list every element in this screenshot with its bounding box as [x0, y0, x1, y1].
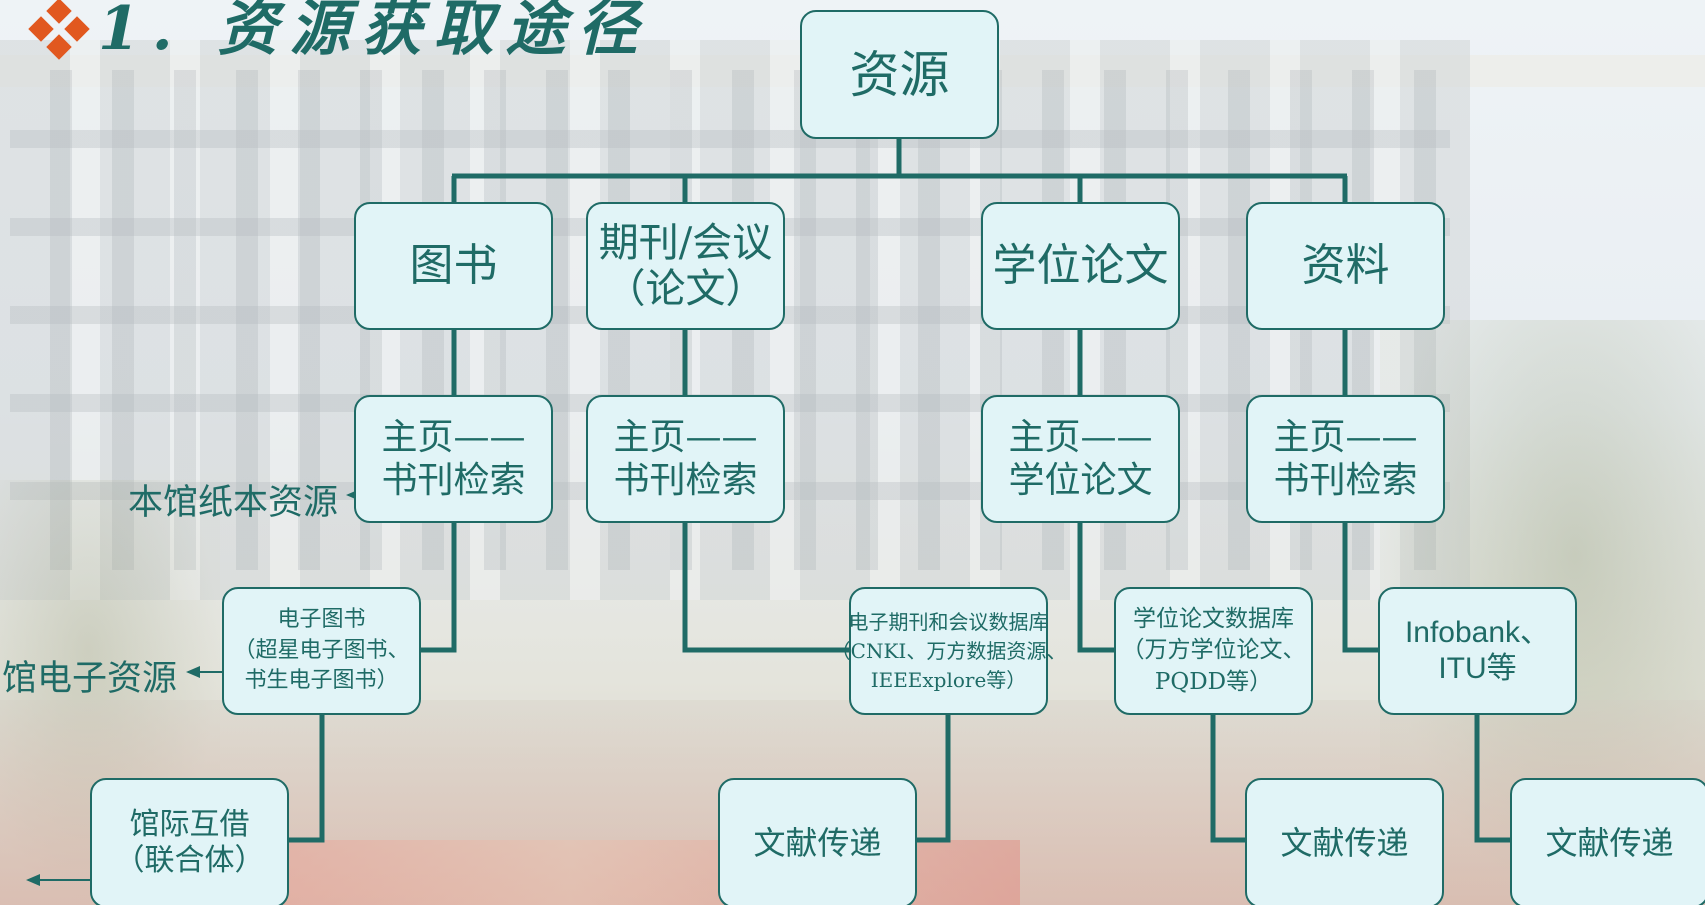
- connector-ebooks-ill: [287, 714, 325, 843]
- node-label: 学位论文: [992, 239, 1169, 291]
- connector-theses-delivery: [1210, 714, 1247, 843]
- node-line2: （万方学位论文、: [1121, 637, 1306, 664]
- node-category-theses: 学位论文: [981, 202, 1180, 330]
- node-document-delivery-materials: 文献传递: [1510, 778, 1705, 905]
- node-line2: （超星电子图书、: [233, 637, 410, 663]
- node-line3: IEEExplore等）: [870, 667, 1027, 692]
- node-line1: 馆际互借: [129, 807, 250, 842]
- node-homepage-materials: 主页—— 书刊检索: [1246, 395, 1445, 523]
- node-label: 资源: [849, 45, 950, 104]
- node-line1: 主页——: [381, 416, 526, 458]
- label-electronic-resources: 馆电子资源: [2, 659, 178, 699]
- node-db-theses: 学位论文数据库 （万方学位论文、 PQDD等）: [1114, 587, 1313, 715]
- node-category-materials: 资料: [1246, 202, 1445, 330]
- connector-materials-db: [1342, 522, 1380, 653]
- node-label: 文献传递: [1280, 823, 1409, 862]
- node-line1: 学位论文数据库: [1133, 606, 1294, 633]
- node-db-infobank: Infobank、 ITU等: [1378, 587, 1577, 715]
- node-line2: （CNKI、万方数据资源、: [830, 638, 1067, 663]
- node-line2: 书刊检索: [613, 460, 758, 501]
- node-homepage-theses: 主页—— 学位论文: [981, 395, 1180, 523]
- node-label: 文献传递: [1545, 823, 1674, 862]
- node-document-delivery-theses: 文献传递: [1245, 778, 1444, 905]
- connector-theses-db: [1077, 522, 1116, 653]
- diamond-bullet-icon: [28, 0, 90, 60]
- connector-journals-db: [682, 522, 851, 653]
- node-document-delivery-journals: 文献传递: [718, 778, 917, 905]
- node-label: 图书: [409, 239, 498, 291]
- node-db-journals: 电子期刊和会议数据库 （CNKI、万方数据资源、 IEEExplore等）: [831, 587, 1066, 715]
- connector-journals-delivery: [915, 714, 951, 843]
- node-interlibrary-loan: 馆际互借 （联合体）: [90, 778, 289, 905]
- node-line3: PQDD等）: [1154, 668, 1273, 695]
- node-line1: Infobank、: [1404, 616, 1551, 649]
- connector-materials-delivery: [1474, 714, 1512, 843]
- title-text: 1. 资源获取途径: [98, 0, 650, 64]
- slide-title: 1. 资源获取途径: [28, 0, 650, 64]
- node-label: 资料: [1301, 239, 1390, 291]
- node-db-ebooks: 电子图书 （超星电子图书、 书生电子图书）: [222, 587, 421, 715]
- node-line2: ITU等: [1438, 652, 1517, 685]
- node-line1: 主页——: [1008, 416, 1153, 458]
- node-line2: 学位论文: [1008, 460, 1153, 501]
- connector-books-ebooks: [418, 522, 457, 653]
- node-line3: 书生电子图书）: [244, 668, 399, 694]
- node-label-line2: （论文）: [605, 266, 766, 312]
- node-label: 文献传递: [753, 823, 882, 862]
- node-line2: 书刊检索: [1273, 460, 1418, 501]
- node-category-journals-conferences: 期刊/会议 （论文）: [586, 202, 785, 330]
- node-line2: 书刊检索: [381, 460, 526, 501]
- node-root-resources: 资源: [800, 10, 999, 139]
- node-line1: 电子期刊和会议数据库: [848, 609, 1049, 634]
- node-category-books: 图书: [354, 202, 553, 330]
- node-label-line1: 期刊/会议: [598, 220, 773, 266]
- node-line2: （联合体）: [114, 843, 265, 878]
- node-homepage-books: 主页—— 书刊检索: [354, 395, 553, 523]
- node-line1: 电子图书: [277, 606, 366, 632]
- node-line1: 主页——: [613, 416, 758, 458]
- node-homepage-journals: 主页—— 书刊检索: [586, 395, 785, 523]
- node-line1: 主页——: [1273, 416, 1418, 458]
- label-print-resources: 本馆纸本资源: [128, 483, 339, 523]
